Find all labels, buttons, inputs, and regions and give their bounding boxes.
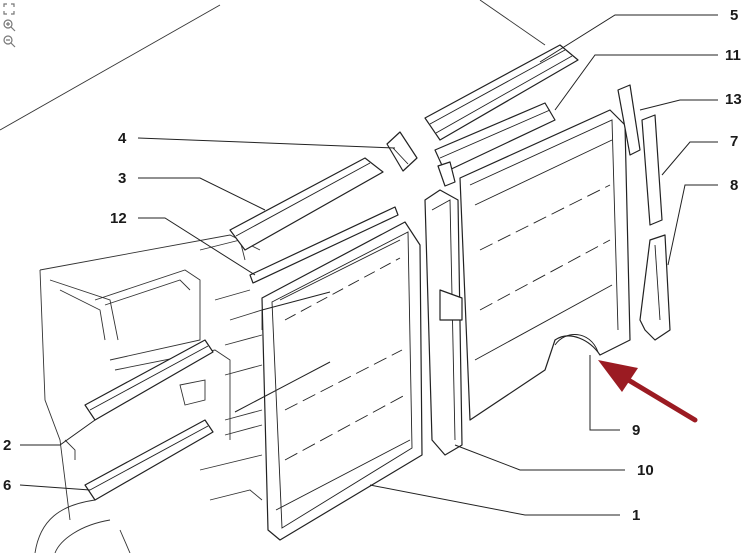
part-12-rail-strip [249, 206, 399, 284]
callout-6: 6 [3, 477, 11, 494]
part-13-strip [617, 84, 641, 156]
callout-7: 7 [730, 133, 738, 150]
callout-10: 10 [637, 462, 654, 479]
callout-labels: 5 11 13 4 7 3 8 12 2 6 9 10 1 [3, 7, 742, 524]
callout-9: 9 [632, 422, 640, 439]
part-8-lower-bracket [639, 234, 671, 341]
callout-4: 4 [118, 130, 127, 147]
callout-2: 2 [3, 437, 11, 454]
callout-8: 8 [730, 177, 738, 194]
part-1-sliding-door-panel [261, 221, 423, 541]
zoom-in-icon[interactable] [2, 18, 16, 32]
callout-5: 5 [730, 7, 738, 24]
part-6-sill-strip [84, 419, 214, 501]
part-9-rear-side-panel [459, 109, 631, 421]
part-2-sill-strip [84, 339, 214, 421]
fit-to-window-icon[interactable] [2, 2, 16, 16]
callout-1: 1 [632, 507, 640, 524]
part-11-roof-rail-inner [434, 102, 556, 187]
callout-13: 13 [725, 91, 742, 108]
part-5-roof-rail [424, 44, 579, 141]
leader-lines [19, 14, 718, 516]
part-3-front-roof-rail [229, 157, 384, 251]
part-10-pillar [424, 189, 463, 456]
callout-3: 3 [118, 170, 126, 187]
zoom-out-icon[interactable] [2, 34, 16, 48]
viewer-toolbar [2, 2, 18, 50]
callout-11: 11 [725, 47, 741, 64]
part-7-vertical-trim [641, 114, 663, 226]
highlight-arrow [598, 360, 698, 423]
callout-12: 12 [110, 210, 127, 227]
part-4-bracket [386, 131, 418, 172]
